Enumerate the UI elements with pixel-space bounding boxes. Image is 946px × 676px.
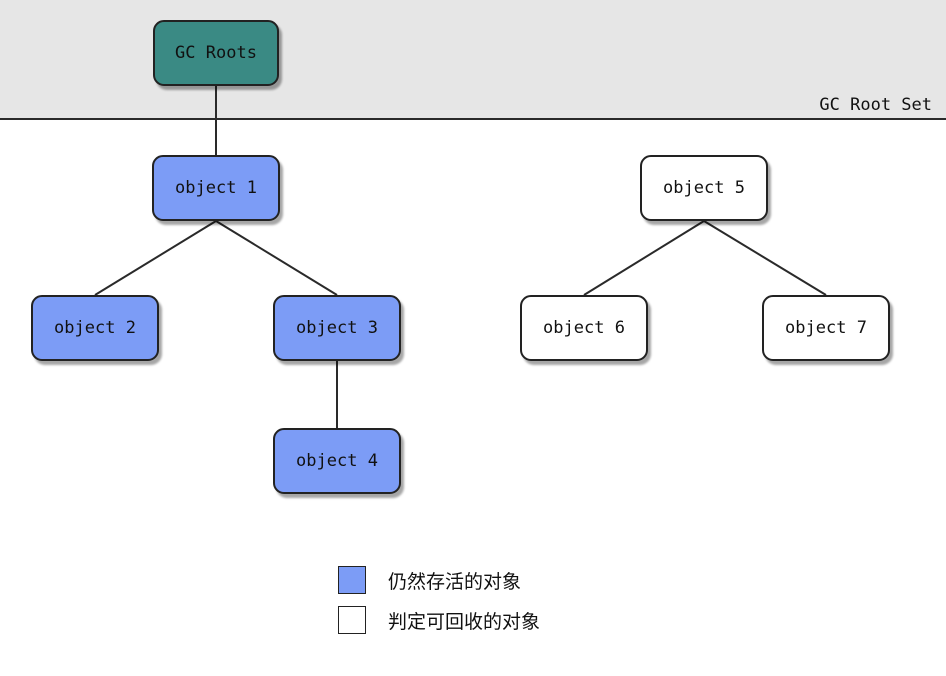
object-6-node: object 6 [520,295,648,361]
legend: 仍然存活的对象 判定可回收的对象 [338,563,540,643]
edge-object-5-object-7 [703,220,827,296]
object-7-node: object 7 [762,295,890,361]
object-4-node: object 4 [273,428,401,494]
object-2-node: object 2 [31,295,159,361]
legend-item-alive: 仍然存活的对象 [338,563,540,597]
edge-object-5-object-6 [583,220,705,296]
object-3-node: object 3 [273,295,401,361]
alive-swatch [338,566,366,594]
collectable-swatch [338,606,366,634]
legend-collectable-label: 判定可回收的对象 [388,610,541,633]
edge-object-1-object-2 [94,220,217,296]
edge-object-1-object-3 [215,220,338,296]
object-1-node: object 1 [152,155,280,221]
legend-item-collectable: 判定可回收的对象 [338,603,540,637]
gc-root-set-label: GC Root Set [819,95,932,115]
legend-alive-label: 仍然存活的对象 [388,570,522,593]
gc-roots-node: GC Roots [153,20,279,86]
object-5-node: object 5 [640,155,768,221]
